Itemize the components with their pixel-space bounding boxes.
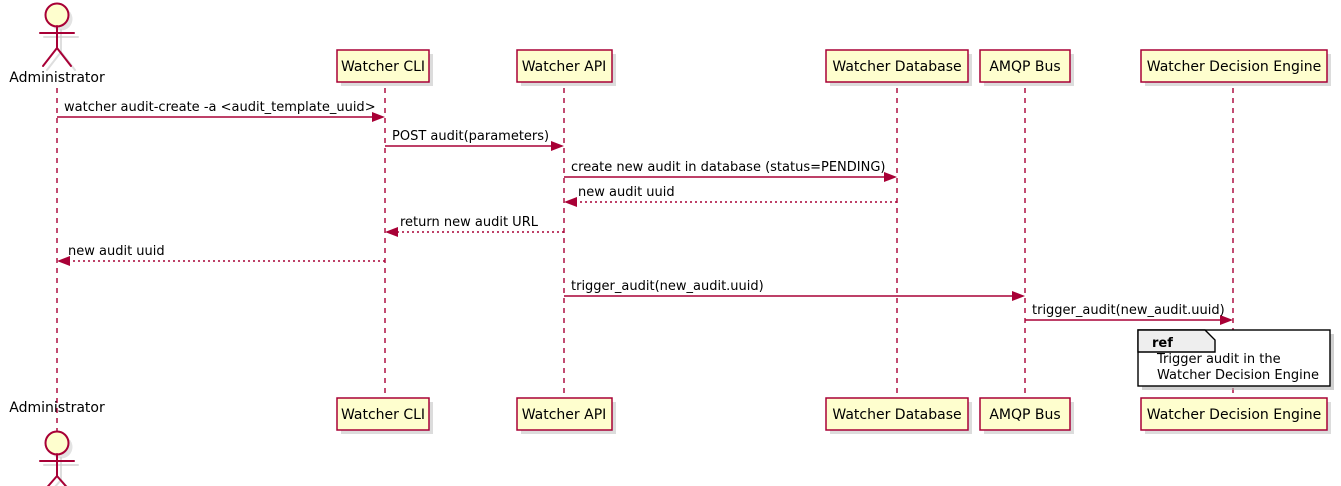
message-7[interactable]: trigger_audit(new_audit.uuid) xyxy=(564,279,1025,301)
participant-label-watcher-database-top: Watcher Database xyxy=(832,59,961,75)
message-8-label: trigger_audit(new_audit.uuid) xyxy=(1032,303,1225,318)
message-2-arrowhead xyxy=(551,141,564,151)
actor-administrator-bottom[interactable]: Administrator xyxy=(9,400,105,486)
message-8[interactable]: trigger_audit(new_audit.uuid) xyxy=(1025,303,1233,325)
actor-administrator-top[interactable]: Administrator xyxy=(9,2,105,87)
message-1-label: watcher audit-create -a <audit_template_… xyxy=(64,100,376,115)
actor-leg-l-shadow-bottom xyxy=(54,479,62,486)
participant-label-amqp-bus-top: AMQP Bus xyxy=(989,59,1060,75)
actor-leg-right xyxy=(56,47,72,67)
message-7-arrowhead xyxy=(1012,291,1025,301)
message-4-label: new audit uuid xyxy=(578,185,675,200)
ref-fragment-keyword: ref xyxy=(1152,336,1173,351)
message-1-arrowhead xyxy=(372,112,385,122)
actor-head-icon-bottom xyxy=(44,430,70,456)
ref-fragment-line-1: Trigger audit in the xyxy=(1156,352,1281,367)
lifelines xyxy=(56,88,1234,432)
message-5[interactable]: return new audit URL xyxy=(385,215,564,237)
message-3-arrowhead xyxy=(884,172,897,182)
message-4[interactable]: new audit uuid xyxy=(564,185,897,207)
participant-box-watcher-decision-engine-top[interactable]: Watcher Decision Engine xyxy=(1140,49,1331,86)
message-5-label: return new audit URL xyxy=(400,215,539,230)
actor-leg-l-shadow xyxy=(46,51,62,71)
message-3[interactable]: create new audit in database (status=PEN… xyxy=(564,160,897,182)
message-6-label: new audit uuid xyxy=(68,244,165,259)
message-2-label: POST audit(parameters) xyxy=(392,129,549,144)
participant-box-watcher-database-top[interactable]: Watcher Database xyxy=(825,49,972,86)
participant-label-watcher-database-bottom: Watcher Database xyxy=(832,407,961,423)
message-7-label: trigger_audit(new_audit.uuid) xyxy=(571,279,764,294)
message-8-arrowhead xyxy=(1220,315,1233,325)
actor-leg-left xyxy=(42,47,58,67)
message-3-label: create new audit in database (status=PEN… xyxy=(571,160,886,175)
ref-fragment-tab xyxy=(1137,329,1216,353)
participant-box-amqp-bus-bottom[interactable]: AMQP Bus xyxy=(979,397,1074,434)
actor-label-administrator-bottom: Administrator xyxy=(9,400,105,416)
participant-label-watcher-decision-engine-bottom: Watcher Decision Engine xyxy=(1147,407,1321,423)
actor-leg-right-bottom xyxy=(56,475,68,486)
participant-box-watcher-database-bottom[interactable]: Watcher Database xyxy=(825,397,972,434)
participant-label-amqp-bus-bottom: AMQP Bus xyxy=(989,407,1060,423)
participant-box-watcher-cli-top[interactable]: Watcher CLI xyxy=(336,49,433,86)
participant-box-watcher-api-bottom[interactable]: Watcher API xyxy=(516,397,616,434)
message-2[interactable]: POST audit(parameters) xyxy=(385,129,564,151)
participant-box-watcher-api-top[interactable]: Watcher API xyxy=(516,49,616,86)
actor-label-administrator-top: Administrator xyxy=(9,70,105,86)
ref-fragment[interactable]: ref Trigger audit in the Watcher Decisio… xyxy=(1137,329,1334,390)
message-5-arrowhead xyxy=(385,227,398,237)
participant-label-watcher-api-bottom: Watcher API xyxy=(522,407,607,423)
participant-label-watcher-cli-top: Watcher CLI xyxy=(341,59,425,75)
participant-box-watcher-decision-engine-bottom[interactable]: Watcher Decision Engine xyxy=(1140,397,1331,434)
message-4-arrowhead xyxy=(564,197,577,207)
participant-label-watcher-decision-engine-top: Watcher Decision Engine xyxy=(1147,59,1321,75)
participant-label-watcher-api-top: Watcher API xyxy=(522,59,607,75)
message-1[interactable]: watcher audit-create -a <audit_template_… xyxy=(57,100,385,122)
participant-box-amqp-bus-top[interactable]: AMQP Bus xyxy=(979,49,1074,86)
ref-fragment-line-2: Watcher Decision Engine xyxy=(1157,368,1319,383)
participant-label-watcher-cli-bottom: Watcher CLI xyxy=(341,407,425,423)
actor-leg-left-bottom xyxy=(46,475,58,486)
actor-head-icon xyxy=(44,2,70,28)
message-6-arrowhead xyxy=(57,256,70,266)
message-6[interactable]: new audit uuid xyxy=(57,244,385,266)
participant-box-watcher-cli-bottom[interactable]: Watcher CLI xyxy=(336,397,433,434)
